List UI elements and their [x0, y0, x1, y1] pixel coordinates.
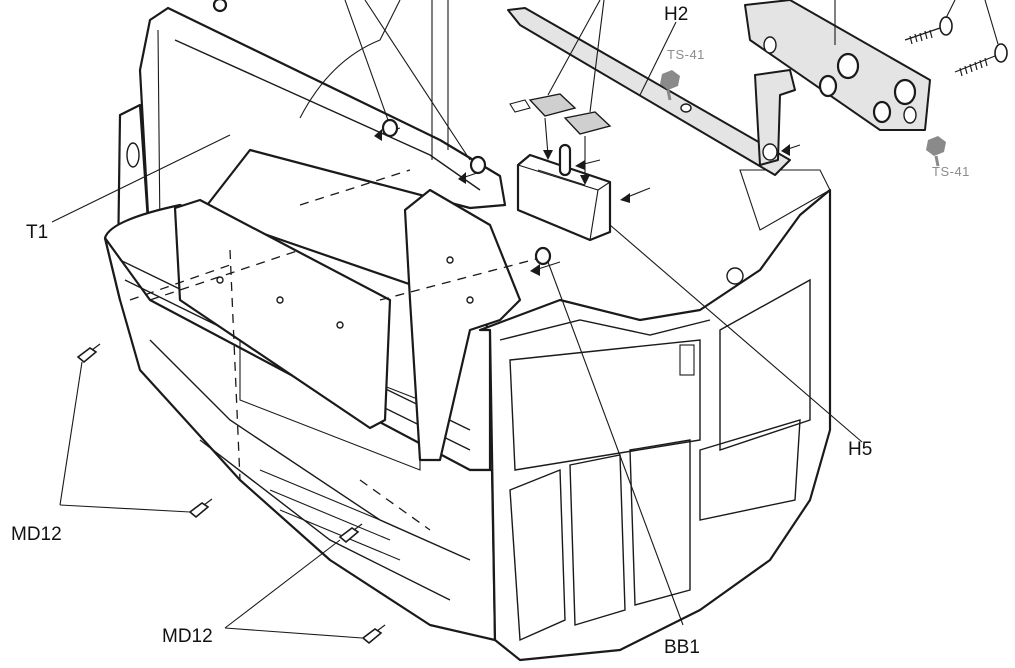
label-ts41-right: TS-41	[932, 164, 970, 179]
label-h2: H2	[664, 4, 688, 25]
label-bb1: BB1	[664, 637, 700, 658]
hidden-lines	[129, 169, 541, 531]
label-h5: H5	[848, 439, 872, 460]
label-md12-bottom: MD12	[162, 626, 213, 647]
front-section	[478, 169, 832, 662]
label-ts41-top: TS-41	[667, 47, 705, 62]
md12-screws	[76, 343, 386, 645]
handle-bar-h2	[507, 7, 791, 176]
inner-panel-left	[173, 198, 392, 430]
label-md12-left: MD12	[11, 524, 62, 545]
pads	[509, 93, 612, 135]
label-t1: T1	[26, 222, 48, 243]
ts41-screws	[660, 70, 946, 167]
latch-box-h5	[516, 143, 612, 242]
wood-screws	[904, 16, 1008, 77]
hinge-bracket-plate	[744, 0, 931, 166]
inner-panel-center	[403, 188, 522, 462]
leader-lines	[51, 0, 999, 639]
rivets	[212, 0, 552, 266]
labels: H2 T1 H5 MD12 MD12 BB1 TS-41 TS-41	[11, 4, 970, 658]
